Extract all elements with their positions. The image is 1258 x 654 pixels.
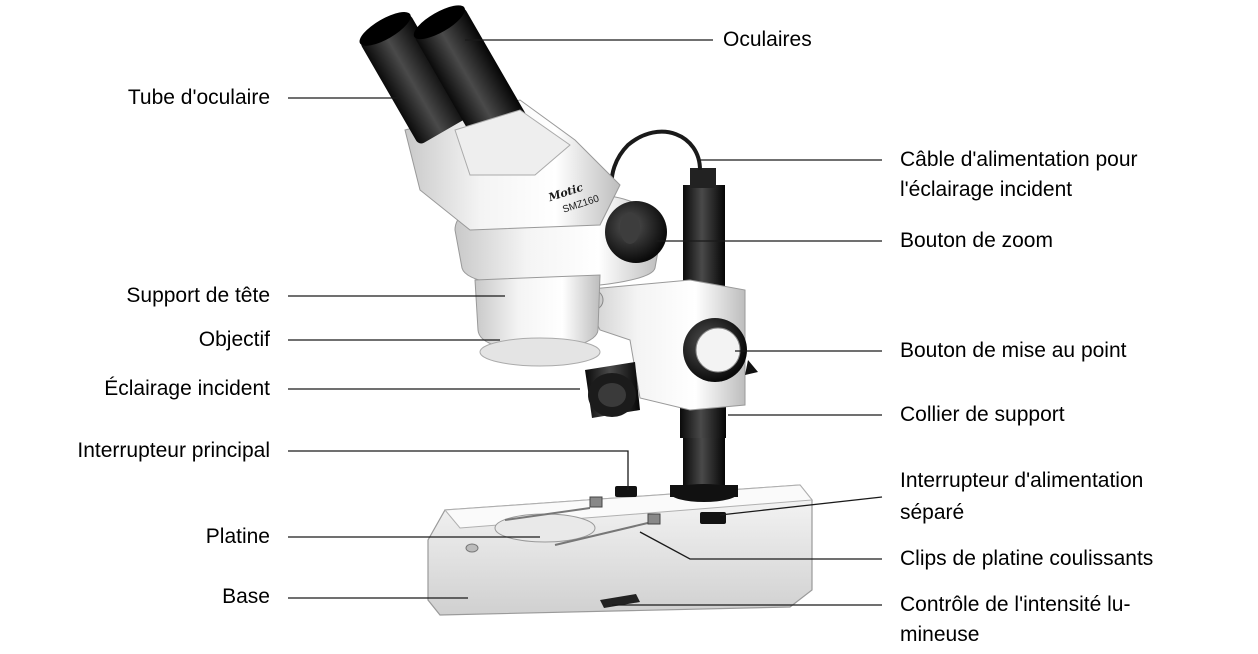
label-controle-intensite-line1: Contrôle de l'intensité lu- <box>900 592 1130 618</box>
incident-light-shape <box>585 362 640 418</box>
label-bouton-zoom: Bouton de zoom <box>900 228 1053 254</box>
base-shape <box>428 485 812 615</box>
label-cable-alimentation-line1: Câble d'alimentation pour <box>900 147 1138 173</box>
label-support-tete: Support de tête <box>126 283 270 309</box>
label-interrupteur-separe-line1: Interrupteur d'alimentation <box>900 468 1143 494</box>
label-objectif: Objectif <box>199 327 270 353</box>
separate-switch-shape <box>700 512 726 524</box>
label-tube-oculaire: Tube d'oculaire <box>128 85 270 111</box>
eyepieces-shape <box>355 0 570 175</box>
label-oculaires: Oculaires <box>723 27 812 53</box>
label-base: Base <box>222 584 270 610</box>
label-cable-alimentation-line2: l'éclairage incident <box>900 177 1072 203</box>
label-collier-support: Collier de support <box>900 402 1065 428</box>
label-eclairage-incident: Éclairage incident <box>104 376 270 402</box>
power-cable-shape <box>612 132 700 190</box>
focus-knob-shape <box>683 318 758 382</box>
label-interrupteur-separe-line2: séparé <box>900 500 964 526</box>
label-bouton-mise-au-point: Bouton de mise au point <box>900 338 1127 364</box>
label-controle-intensite-line2: mineuse <box>900 622 979 648</box>
label-platine: Platine <box>206 524 270 550</box>
label-clips-platine: Clips de platine coulissants <box>900 546 1153 572</box>
zoom-knob-shape <box>605 201 667 263</box>
label-interrupteur-principal: Interrupteur principal <box>77 438 270 464</box>
main-switch-shape <box>615 486 637 497</box>
